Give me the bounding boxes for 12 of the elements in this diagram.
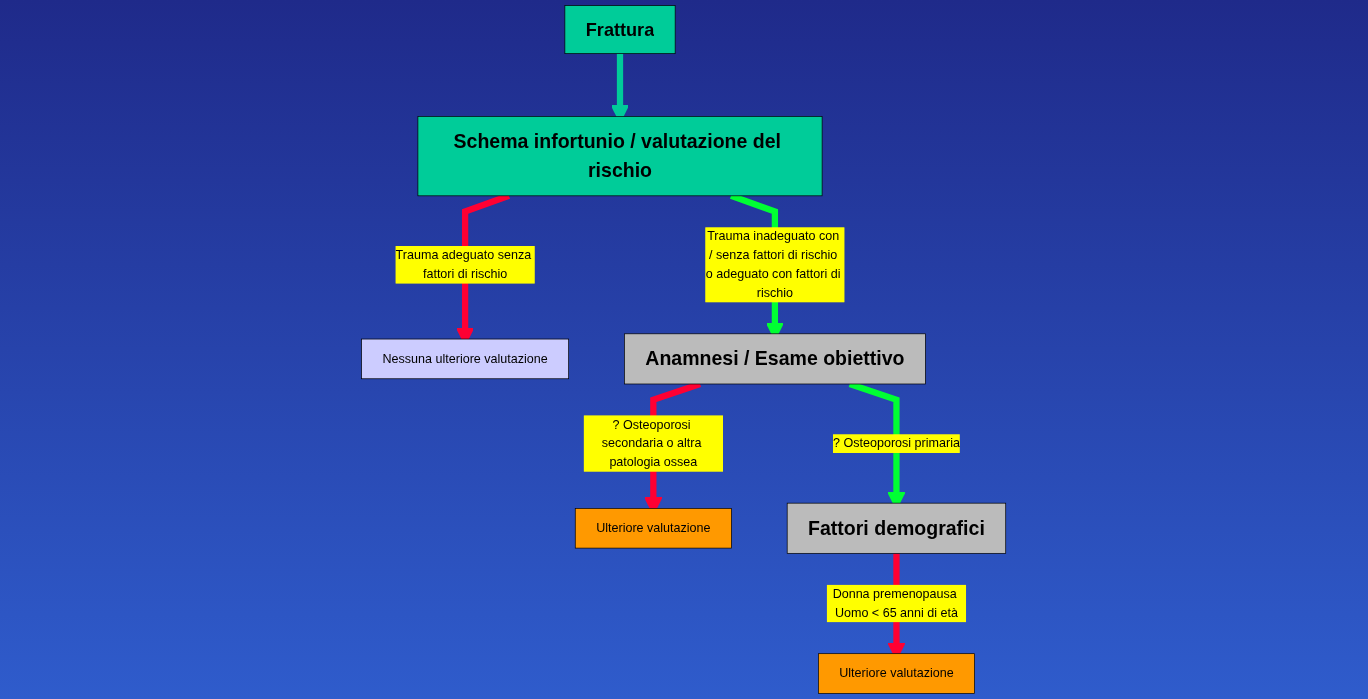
edge-label: Trauma adeguato senza fattori di rischio — [395, 248, 532, 281]
node-box: Ulteriore valutazione — [575, 508, 733, 549]
node-box: Anamnesi / Esame obiettivo — [624, 333, 927, 385]
node-box: Schema infortunio / valutazione del rischio — [417, 116, 823, 197]
node-box: Ulteriore valutazione — [818, 653, 976, 694]
node-box: Fattori demografici — [787, 502, 1007, 554]
edge-label: ? Osteoporosi primaria — [833, 436, 961, 451]
edge-label: Donna premenopausa Uomo < 65 anni di età — [832, 586, 959, 620]
edge-label: Trauma inadeguato con / senza fattori di rischio o adeguato con fattori di rischio — [706, 229, 841, 300]
edge-label: ? Osteoporosi secondaria o altra patologia ossea — [602, 417, 702, 470]
node-box: Frattura — [564, 5, 676, 54]
node-box: Nessuna ulteriore valutazione — [361, 338, 570, 380]
